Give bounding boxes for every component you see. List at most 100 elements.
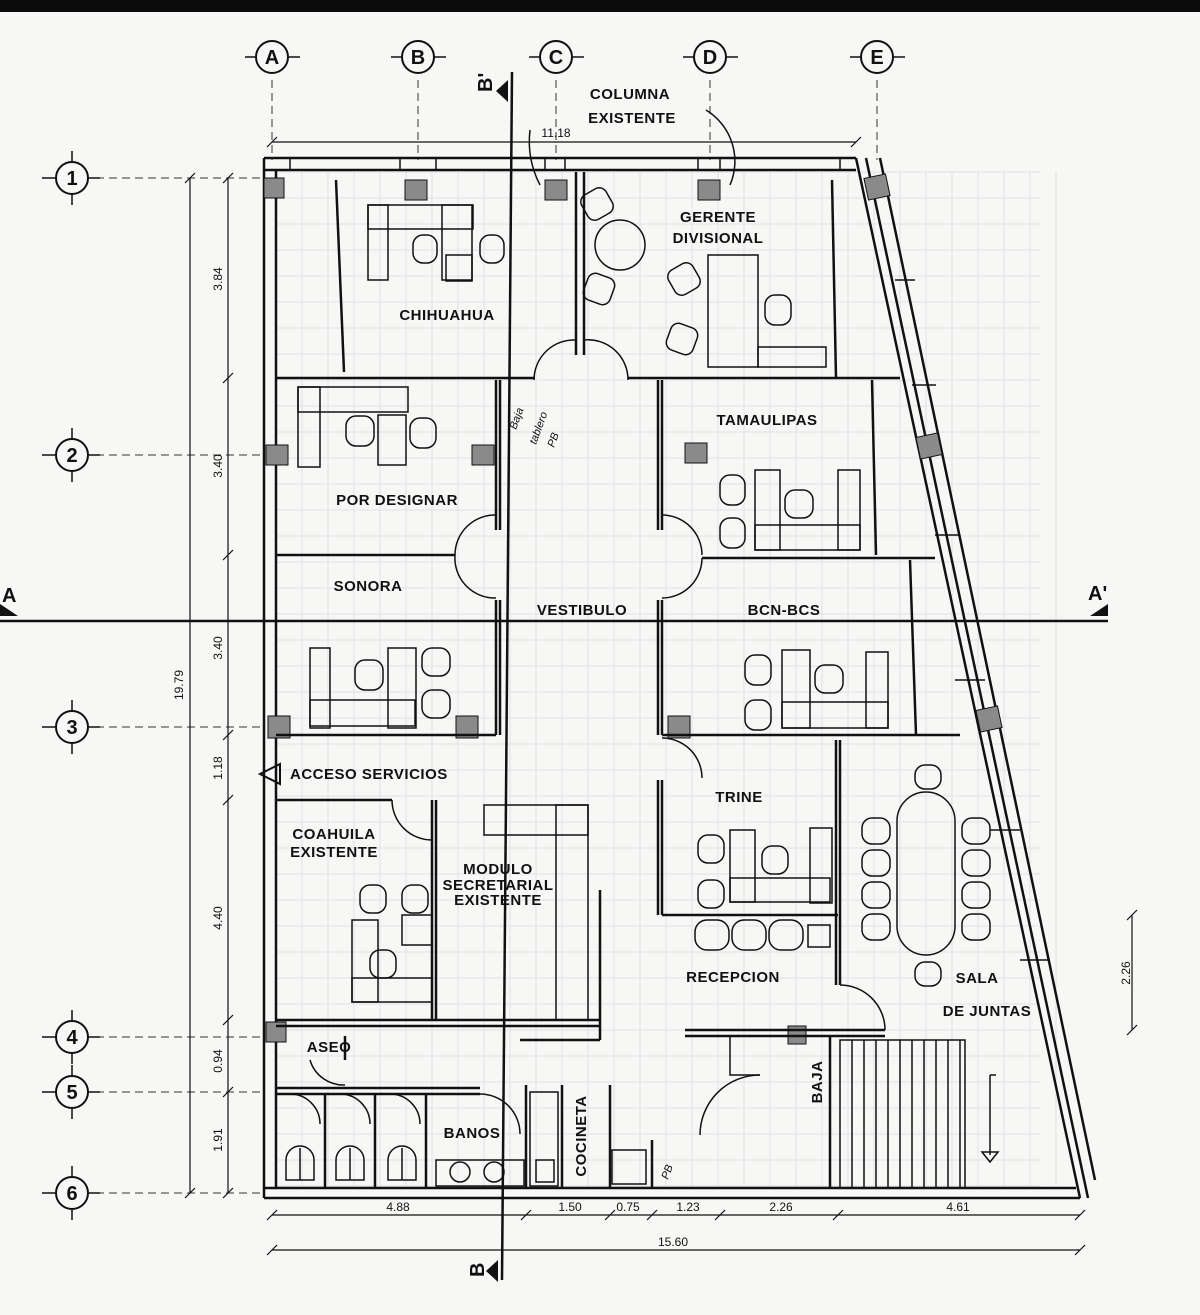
row-bubble-2: 2	[42, 428, 100, 482]
dimension-bottom-2: 1.50	[558, 1200, 582, 1214]
room-por-designar: POR DESIGNAR	[336, 492, 458, 509]
acceso-arrow-icon	[257, 762, 281, 786]
stair-baja-label: BAJA	[809, 1061, 826, 1104]
dimension-tick	[1126, 1024, 1138, 1036]
dimension-tick	[222, 172, 234, 184]
dimension-bottom-3: 0.75	[616, 1200, 640, 1214]
door-swings	[289, 339, 886, 1136]
row-label-4: 4	[66, 1027, 78, 1049]
acceso-servicios-label: ACCESO SERVICIOS	[290, 766, 448, 783]
room-vestibulo: VESTIBULO	[537, 602, 627, 619]
room-chihuahua: CHIHUAHUA	[399, 307, 494, 324]
dimension-left-7: 1.91	[211, 1128, 225, 1152]
column-label-d: D	[703, 47, 717, 69]
dimension-bottom-6: 4.61	[946, 1200, 970, 1214]
dimension-right: 2.26	[1119, 961, 1133, 985]
column-bubble-b: B	[391, 40, 446, 74]
dimension-left-1: 3.84	[211, 267, 225, 291]
dimension-ticks	[184, 136, 1138, 1256]
stair-arrow	[980, 1074, 1000, 1164]
section-line-b: B' B	[467, 71, 514, 1282]
staircase	[851, 1040, 961, 1188]
room-recepcion: RECEPCION	[686, 969, 780, 986]
dimension-left-3: 3.40	[211, 636, 225, 660]
columna-label-line2: EXISTENTE	[588, 110, 676, 127]
room-bcn-bcs: BCN-BCS	[748, 602, 821, 619]
dimension-left-2: 3.40	[211, 454, 225, 478]
interior-walls	[276, 172, 960, 1188]
row-bubble-1: 1	[42, 151, 100, 205]
room-modulo-line1: MODULO	[463, 861, 533, 878]
dimension-tick	[1074, 1209, 1086, 1221]
columna-arc-right	[705, 109, 736, 186]
dimension-bottom-4: 1.23	[676, 1200, 700, 1214]
dimension-tick	[266, 136, 278, 148]
dimension-tick	[646, 1209, 658, 1221]
section-a-prime-label: A'	[1088, 583, 1107, 605]
handwritten-note-4: PB	[660, 1163, 676, 1181]
room-gerente-line2: DIVISIONAL	[673, 230, 764, 247]
section-b-prime-label: B'	[475, 73, 497, 92]
row-label-1: 1	[66, 168, 77, 190]
column-label-e: E	[870, 47, 883, 69]
room-coahuila-line1: COAHUILA	[292, 826, 375, 843]
columna-arc-left	[528, 129, 541, 186]
top-border	[0, 0, 1200, 12]
section-a-label: A	[2, 585, 16, 607]
exterior-walls	[262, 156, 1097, 1200]
column-label-b: B	[411, 47, 425, 69]
column-label-a: A	[265, 47, 279, 69]
dimension-lines	[189, 141, 1133, 1251]
row-label-2: 2	[66, 445, 77, 467]
column-bubble-e: E	[850, 40, 905, 74]
row-bubble-3: 3	[42, 700, 100, 754]
row-bubble-5: 5	[42, 1065, 100, 1119]
dimension-tick	[604, 1209, 616, 1221]
handwritten-note-3: PB	[546, 431, 562, 449]
dimension-tick	[222, 1014, 234, 1026]
room-sonora: SONORA	[334, 578, 403, 595]
column-label-c: C	[549, 47, 563, 69]
room-modulo-line3: EXISTENTE	[454, 892, 542, 909]
room-coahuila-line2: EXISTENTE	[290, 844, 378, 861]
row-label-5: 5	[66, 1082, 77, 1104]
dimension-tick	[1074, 1244, 1086, 1256]
dimension-tick	[222, 549, 234, 561]
section-b-label: B	[467, 1263, 489, 1277]
dimension-tick	[222, 1086, 234, 1098]
dimension-total-height: 19.79	[172, 670, 186, 700]
dimension-tick	[1126, 909, 1138, 921]
dimension-tick	[520, 1209, 532, 1221]
dimension-tick	[222, 794, 234, 806]
dimension-tick	[266, 1244, 278, 1256]
row-label-3: 3	[66, 717, 77, 739]
row-bubble-6: 6	[42, 1166, 100, 1220]
room-labels: CHIHUAHUA GERENTE DIVISIONAL COLUMNA EXI…	[290, 86, 1031, 1177]
facade-mullions	[289, 158, 1050, 961]
dimension-bottom-5: 2.26	[769, 1200, 793, 1214]
room-cocineta: COCINETA	[573, 1095, 590, 1176]
row-bubble-4: 4	[42, 1010, 100, 1064]
room-banos: BANOS	[444, 1125, 501, 1142]
grid-lines	[96, 80, 878, 1194]
room-gerente-line1: GERENTE	[680, 209, 756, 226]
room-sala-line1: SALA	[956, 970, 999, 987]
dimension-left-5: 4.40	[211, 906, 225, 930]
dimension-total-width: 15.60	[658, 1235, 688, 1249]
room-sala-line2: DE JUNTAS	[943, 1003, 1031, 1020]
dimension-tick	[850, 136, 862, 148]
handwritten-notes: Baja tablero PB PB	[508, 406, 676, 1181]
row-label-6: 6	[66, 1183, 77, 1205]
dimension-left-6: 0.94	[211, 1049, 225, 1073]
dimension-tick	[222, 729, 234, 741]
room-tamaulipas: TAMAULIPAS	[716, 412, 817, 429]
dimension-tick	[714, 1209, 726, 1221]
column-bubble-d: D	[683, 40, 738, 74]
drafting-grid	[275, 171, 1057, 1187]
dimension-left-4: 1.18	[211, 756, 225, 780]
structural-columns	[263, 173, 1003, 1045]
dimension-tick	[832, 1209, 844, 1221]
dimension-tick	[222, 372, 234, 384]
column-bubble-a: A	[245, 40, 300, 74]
